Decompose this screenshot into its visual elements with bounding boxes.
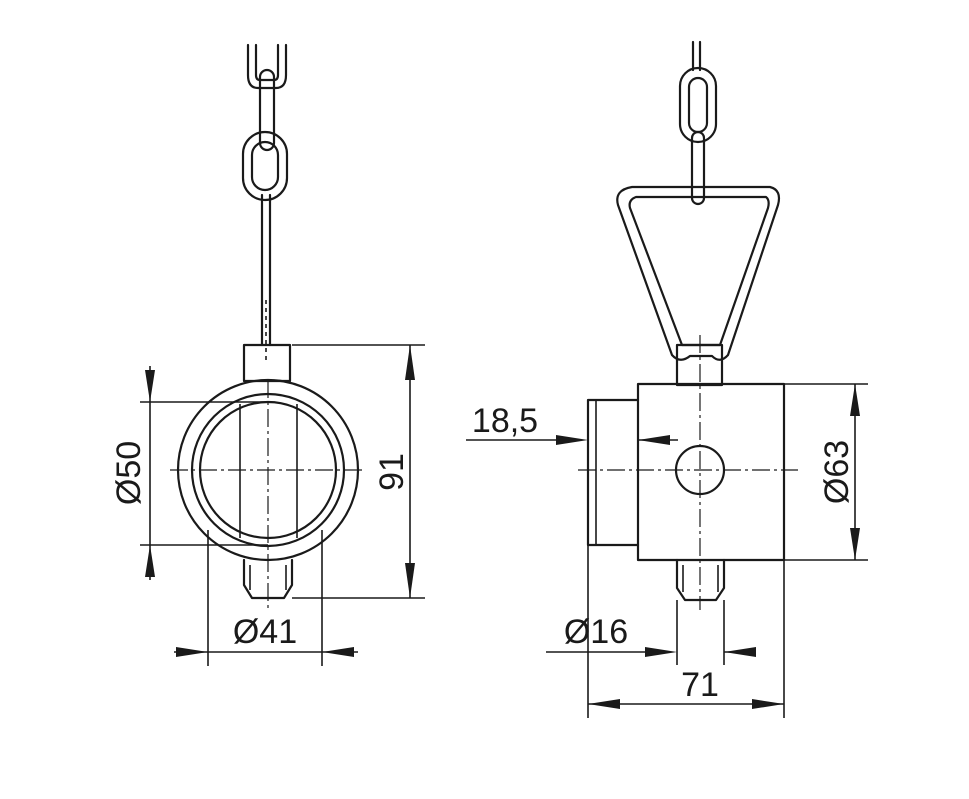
side-view-body [636,382,786,562]
end-view-top-stub [242,343,292,383]
dimension-diameter-41: Ø41 [174,530,358,666]
dim-label-diameter-50: Ø50 [110,441,148,505]
side-view-chain [678,40,718,206]
end-view: Ø50 91 Ø41 [110,43,425,666]
dim-label-diameter-63: Ø63 [818,440,856,504]
side-view: 18,5 Ø63 Ø16 71 [466,40,868,718]
dim-label-length-71: 71 [681,666,719,704]
dimension-diameter-50: Ø50 [110,366,268,580]
dim-label-diameter-41: Ø41 [233,613,297,651]
side-view-bail [616,185,781,361]
side-view-left-pipe [586,398,640,547]
dim-label-height-91: 91 [373,453,411,491]
dim-label-offset-18-5: 18,5 [472,402,538,440]
dimension-diameter-63: Ø63 [784,383,868,561]
dimension-height-91: 91 [292,344,425,599]
dimension-offset-18-5: 18,5 [466,402,678,445]
dimension-length-71: 71 [587,545,785,718]
dim-label-diameter-16: Ø16 [564,613,628,651]
dimension-diameter-16: Ø16 [546,600,756,665]
end-view-chain [241,43,289,360]
